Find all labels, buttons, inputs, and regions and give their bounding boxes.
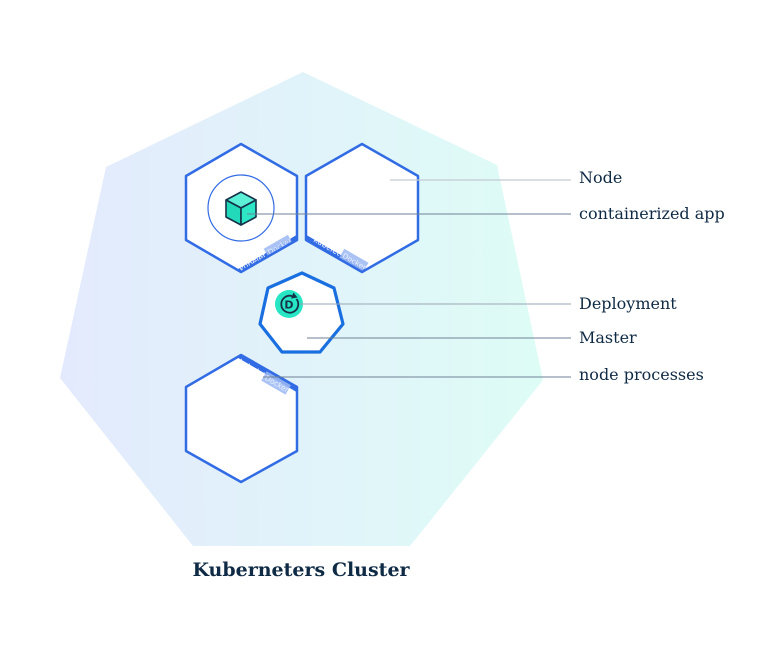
app-ring — [207, 174, 275, 242]
label-master: Master — [579, 328, 637, 347]
runtime-chip — [263, 234, 294, 259]
label-deployment: Deployment — [579, 294, 677, 313]
label-node: Node — [579, 168, 622, 187]
deployment-letter: D — [284, 299, 293, 312]
label-node-processes: node processes — [579, 365, 704, 384]
node-hexagon — [306, 144, 418, 272]
label-containerized-app: containerized app — [579, 204, 725, 223]
master[interactable]: D — [258, 271, 345, 354]
cube-icon[interactable] — [225, 191, 257, 226]
cluster-title: Kuberneters Cluster — [192, 559, 410, 581]
master-heptagon — [258, 271, 345, 354]
node-hexagon — [186, 355, 297, 482]
deployment-icon[interactable]: D — [275, 290, 303, 318]
runtime-chip — [338, 248, 369, 272]
